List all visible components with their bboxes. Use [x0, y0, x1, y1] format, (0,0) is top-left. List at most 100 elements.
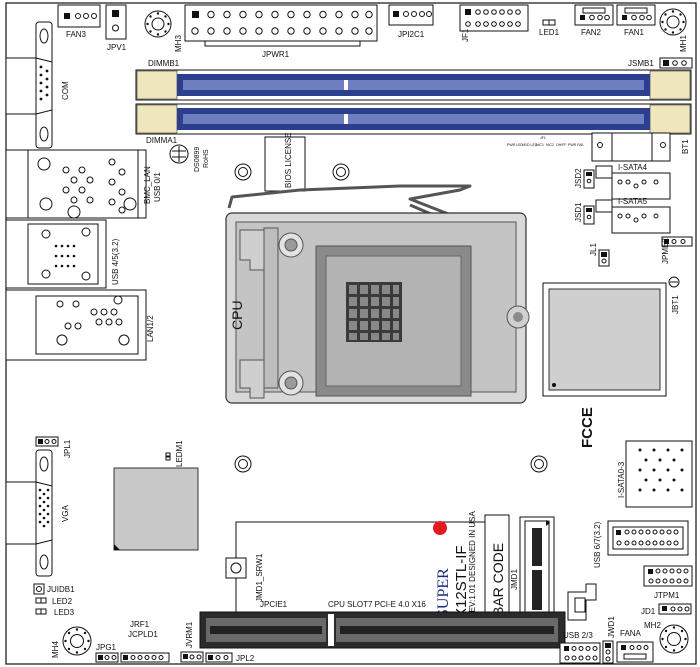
jpl2-jumper — [205, 652, 233, 663]
mh2-mounting-hole — [659, 624, 689, 654]
dimmb1-label: DIMMB1 — [148, 59, 180, 68]
jd1-header — [658, 603, 692, 615]
jmd1-label: JMD1 — [510, 569, 519, 590]
vga-port — [5, 449, 53, 577]
isata03-connector — [625, 440, 693, 508]
usb45-port — [5, 219, 107, 289]
fan2-label: FAN2 — [581, 28, 602, 37]
jf1-label: JF1 — [461, 28, 470, 42]
mh3-mounting-hole — [144, 10, 172, 38]
jmd1-srw1-label: JMD1_SRW1 — [255, 553, 264, 602]
jf1-legend-nic2: NIC2 — [546, 143, 554, 147]
mh3-label: MH3 — [174, 35, 183, 52]
jsd2-header — [583, 169, 595, 189]
jsd2-label: JSD2 — [574, 168, 583, 188]
jpl2-label: JPL2 — [236, 654, 255, 663]
ledm1-indicator — [165, 452, 171, 461]
aux-chip-outline — [567, 583, 597, 621]
ledm1-label: LEDM1 — [175, 440, 184, 467]
jpg1-label: JPG1 — [96, 643, 117, 652]
bt1-battery — [591, 132, 671, 162]
jpcie1-label: JPCIE1 — [260, 600, 288, 609]
cpu-slot-label: CPU SLOT7 PCI-E 4.0 X16 — [328, 600, 426, 609]
usb67-label: USB 6/7(3.2) — [593, 521, 602, 568]
jpi2c1-header — [388, 4, 434, 26]
bmc-chip — [113, 467, 199, 551]
jmd1-m2-connector — [519, 516, 555, 618]
jcpld1-label: JCPLD1 — [128, 630, 158, 639]
fcc-ce-marks: FCCE — [579, 407, 596, 448]
jd1-label: JD1 — [641, 607, 656, 616]
bios-license-label: BIOS LICENSE — [284, 132, 293, 188]
standoff-hole — [332, 163, 350, 181]
cpu-label: CPU — [229, 300, 245, 330]
fan3-label: FAN3 — [66, 30, 87, 39]
jf1-legend-ohff: OH/FF — [556, 143, 567, 147]
fan3-header — [57, 4, 101, 28]
com-port — [5, 21, 53, 149]
mh4-mounting-hole — [62, 626, 92, 656]
dimma1-slot — [135, 103, 692, 135]
jwd1-jumper — [602, 640, 614, 664]
isata4-connector — [595, 165, 671, 200]
brand-logo-dot — [433, 521, 447, 535]
jsd1-label: JSD1 — [574, 202, 583, 222]
isata03-label: I-SATA0-3 — [617, 461, 626, 498]
cpu-socket — [225, 184, 530, 404]
fana-label: FANA — [620, 629, 642, 638]
standoff-hole — [530, 455, 548, 473]
jpme2-label: JPME2 — [661, 238, 670, 264]
isata5-connector — [595, 199, 671, 234]
led3-indicator — [35, 608, 47, 615]
jbt1-clear-cmos — [668, 276, 680, 288]
mh1-mounting-hole — [659, 8, 687, 36]
usb23-header — [559, 642, 601, 664]
isata5-label: I-SATA5 — [618, 197, 648, 206]
juidb1-label: JUIDB1 — [47, 585, 75, 594]
jpwr1-label: JPWR1 — [262, 50, 290, 59]
mh2-label: MH2 — [644, 621, 661, 630]
bmc-lan-label: BMC_LAN — [143, 166, 152, 204]
jtpm1-header — [643, 565, 693, 587]
jpi2c1-label: JPI2C1 — [398, 30, 425, 39]
fan1-label: FAN1 — [624, 28, 645, 37]
usb23-label: USB 2/3 — [563, 631, 593, 640]
com-label: COM — [61, 81, 70, 100]
dimmb1-slot — [135, 69, 692, 101]
fana-header — [616, 641, 654, 663]
jf1-legend-pwrfail: PWR FAIL — [568, 143, 584, 147]
jpcie1-slot — [199, 611, 566, 649]
jf1-legend-pwr-led: PWR LED — [507, 143, 523, 147]
jf1-legend: JF1 PWR LED HDD LED NIC1 NIC2 OH/FF PWR … — [507, 136, 584, 147]
jwd1-label: JWD1 — [607, 616, 616, 638]
model-name: X12STL-IF — [453, 545, 470, 618]
fan1-header — [616, 4, 656, 26]
usb67-header — [607, 520, 689, 556]
usb45-label: USB 4/5(3.2) — [111, 238, 120, 285]
jcpld1-header — [120, 652, 170, 663]
isata4-label: I-SATA4 — [618, 163, 648, 172]
rohs-label: RoHS — [203, 149, 210, 168]
jpv1-label: JPV1 — [107, 43, 127, 52]
jrf1-label: JRF1 — [130, 620, 150, 629]
jbt1-label: JBT1 — [671, 295, 680, 314]
jpwr1-power-connector — [184, 4, 378, 47]
jmd1-srw1-screw — [225, 557, 247, 579]
standoff-hole — [234, 163, 252, 181]
juidb1-button — [33, 583, 45, 595]
pch-chip — [542, 282, 667, 397]
led1-label: LED1 — [539, 28, 560, 37]
mh4-label: MH4 — [51, 641, 60, 658]
bios-license-label-area — [264, 136, 306, 192]
jpl1-jumper — [35, 436, 59, 447]
jl1-label: JL1 — [589, 243, 598, 256]
revision-text: REV:1.01 DESIGNED IN USA — [468, 510, 477, 618]
vga-label: VGA — [61, 504, 70, 522]
dimma1-label: DIMMA1 — [146, 136, 178, 145]
jf1-legend-title: JF1 — [540, 136, 546, 140]
led2-label: LED2 — [52, 597, 73, 606]
bmc-lan-usb01-port — [5, 149, 147, 219]
jf1-legend-hdd-led: HDD LED — [522, 143, 538, 147]
